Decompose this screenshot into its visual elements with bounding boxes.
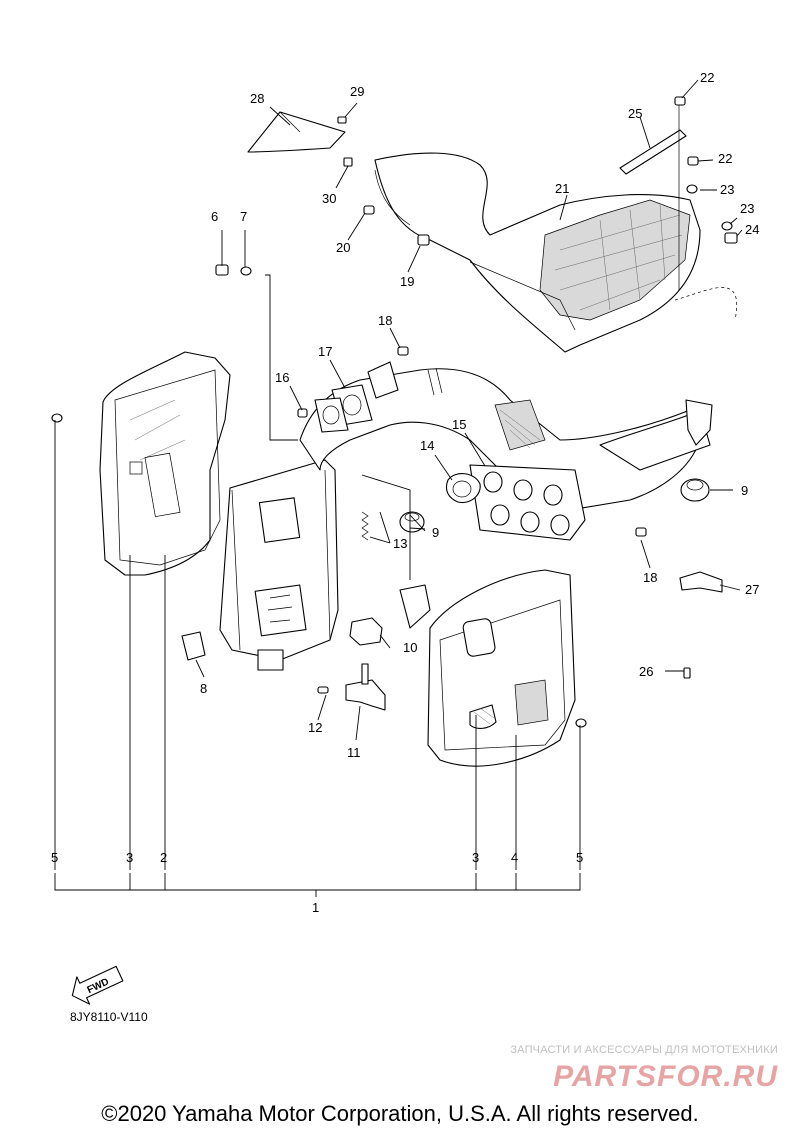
bolt-part-18-upper[interactable] (397, 346, 409, 356)
callout-21: 21 (555, 181, 569, 196)
callout-9-right: 9 (741, 483, 748, 498)
screw-part-5-left[interactable] (51, 413, 63, 423)
callout-25: 25 (628, 106, 642, 121)
bracket-part-10[interactable] (349, 617, 383, 646)
callout-5-left: 5 (51, 850, 58, 865)
damper-part-9-lower[interactable] (399, 511, 425, 533)
leader-lines (54, 79, 743, 897)
callout-17: 17 (318, 344, 332, 359)
callout-4: 4 (511, 850, 518, 865)
heat-shield-part-21[interactable] (374, 152, 701, 353)
bolt-part-22-lower[interactable] (687, 156, 699, 166)
washer-part-23-upper[interactable] (686, 184, 698, 194)
screw-part-5-right[interactable] (575, 718, 587, 728)
callout-18-upper: 18 (378, 313, 392, 328)
stay-part-25[interactable] (619, 129, 687, 175)
callout-10: 10 (403, 640, 417, 655)
callout-24: 24 (745, 222, 759, 237)
callout-5-right: 5 (576, 850, 583, 865)
callout-2: 2 (160, 850, 167, 865)
callout-1: 1 (312, 900, 319, 915)
callout-3-left: 3 (126, 850, 133, 865)
callout-14: 14 (420, 438, 434, 453)
callout-7: 7 (240, 209, 247, 224)
gasket-part-16[interactable] (314, 397, 349, 433)
callout-11: 11 (347, 745, 361, 760)
callout-12: 12 (308, 720, 322, 735)
bolt-part-6[interactable] (215, 264, 229, 276)
callout-16: 16 (275, 370, 289, 385)
callout-8: 8 (200, 681, 207, 696)
bolt-part-29[interactable] (337, 116, 347, 124)
copyright-notice: ©2020 Yamaha Motor Corporation, U.S.A. A… (101, 1101, 699, 1126)
callout-22-lower: 22 (718, 151, 732, 166)
callout-13: 13 (393, 536, 407, 551)
clip-part-30[interactable] (343, 157, 353, 167)
spring-part-13[interactable] (361, 511, 369, 541)
callout-22-upper: 22 (700, 70, 714, 85)
callout-labels: 1 2 3 3 4 5 5 6 7 8 9 9 10 11 12 13 14 1… (51, 70, 759, 915)
muffler-body[interactable] (219, 459, 339, 671)
watermark-logo: PARTSFOR.RU (553, 1060, 778, 1093)
gasket-part-14[interactable] (445, 473, 481, 504)
callout-29: 29 (350, 84, 364, 99)
callout-23-upper: 23 (720, 182, 734, 197)
callout-30: 30 (322, 191, 336, 206)
bolt-part-12[interactable] (317, 686, 329, 694)
clamp-part-8[interactable] (181, 631, 206, 661)
callout-20: 20 (336, 240, 350, 255)
nut-part-19[interactable] (417, 234, 430, 246)
callout-28: 28 (250, 91, 264, 106)
nut-part-24[interactable] (724, 232, 738, 244)
damper-part-9-upper[interactable] (680, 478, 710, 502)
flange[interactable] (367, 361, 399, 399)
callout-15: 15 (452, 417, 466, 432)
bolt-part-18-lower[interactable] (635, 527, 647, 537)
callout-3-right: 3 (472, 850, 479, 865)
muffler-cover-part-4[interactable] (427, 569, 576, 767)
callout-18-lower: 18 (643, 570, 657, 585)
callout-23-lower: 23 (740, 201, 754, 216)
bolt-part-22-upper[interactable] (674, 96, 686, 106)
bracket-part-27[interactable] (679, 571, 723, 593)
callout-27: 27 (745, 582, 759, 597)
stay-part-11[interactable] (345, 663, 386, 711)
diagram-code: 8JY8110-V110 (70, 1010, 148, 1024)
bolt-part-16[interactable] (297, 408, 308, 418)
washer-part-23-lower[interactable] (721, 221, 733, 231)
muffler-cover-part-2[interactable] (99, 351, 231, 576)
exhaust-pipe-assembly[interactable] (299, 367, 713, 541)
callout-19: 19 (400, 274, 414, 289)
bolt-part-26[interactable] (683, 667, 691, 679)
fwd-arrow-icon: FWD (71, 965, 124, 1005)
washer-part-7[interactable] (240, 266, 252, 276)
bracket-part-28[interactable] (247, 111, 346, 153)
bracket-center[interactable] (399, 584, 431, 629)
callout-26: 26 (639, 664, 653, 679)
bolt-part-20[interactable] (363, 205, 375, 215)
callout-9-center: 9 (432, 525, 439, 540)
watermark-subtitle: ЗАПЧАСТИ И АКСЕССУАРЫ ДЛЯ МОТОТЕХНИКИ (510, 1044, 778, 1056)
callout-6: 6 (211, 209, 218, 224)
